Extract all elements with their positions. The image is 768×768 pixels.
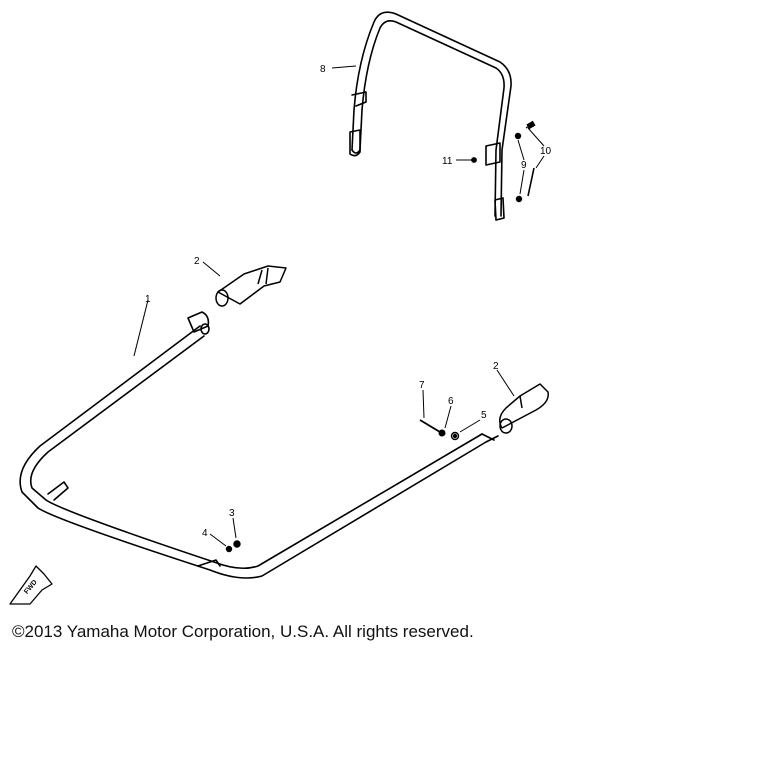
callout-8: 8: [320, 64, 326, 75]
part-1-lower-bar: [19, 311, 499, 579]
hardware-5-6-7: [419, 419, 460, 441]
part-2-left-cap: [215, 265, 287, 307]
hardware-3-4: [225, 540, 241, 553]
copyright-notice: ©2013 Yamaha Motor Corporation, U.S.A. A…: [12, 622, 474, 641]
callout-5: 5: [481, 410, 487, 421]
callout-4: 4: [202, 528, 208, 539]
callout-11: 11: [442, 156, 453, 167]
callout-9: 9: [521, 160, 527, 171]
leader-lines: [133, 65, 545, 547]
callout-3: 3: [229, 508, 235, 519]
callout-2-right: 2: [493, 361, 499, 372]
fwd-arrow-icon: FWD: [9, 565, 53, 605]
part-2-right-cap: [499, 383, 549, 434]
parts-diagram: 1 2 2 3 4 5 6 7 8 9 10 11 FWD: [9, 11, 552, 605]
callout-labels: 1 2 2 3 4 5 6 7 8 9 10 11: [145, 64, 552, 539]
callout-6: 6: [448, 396, 454, 407]
callout-2-left: 2: [194, 256, 200, 267]
callout-1: 1: [145, 294, 151, 305]
upper-hardware: [471, 120, 536, 203]
callout-10: 10: [540, 146, 552, 157]
part-8-upper-bar: [349, 11, 512, 221]
callout-7: 7: [419, 380, 425, 391]
